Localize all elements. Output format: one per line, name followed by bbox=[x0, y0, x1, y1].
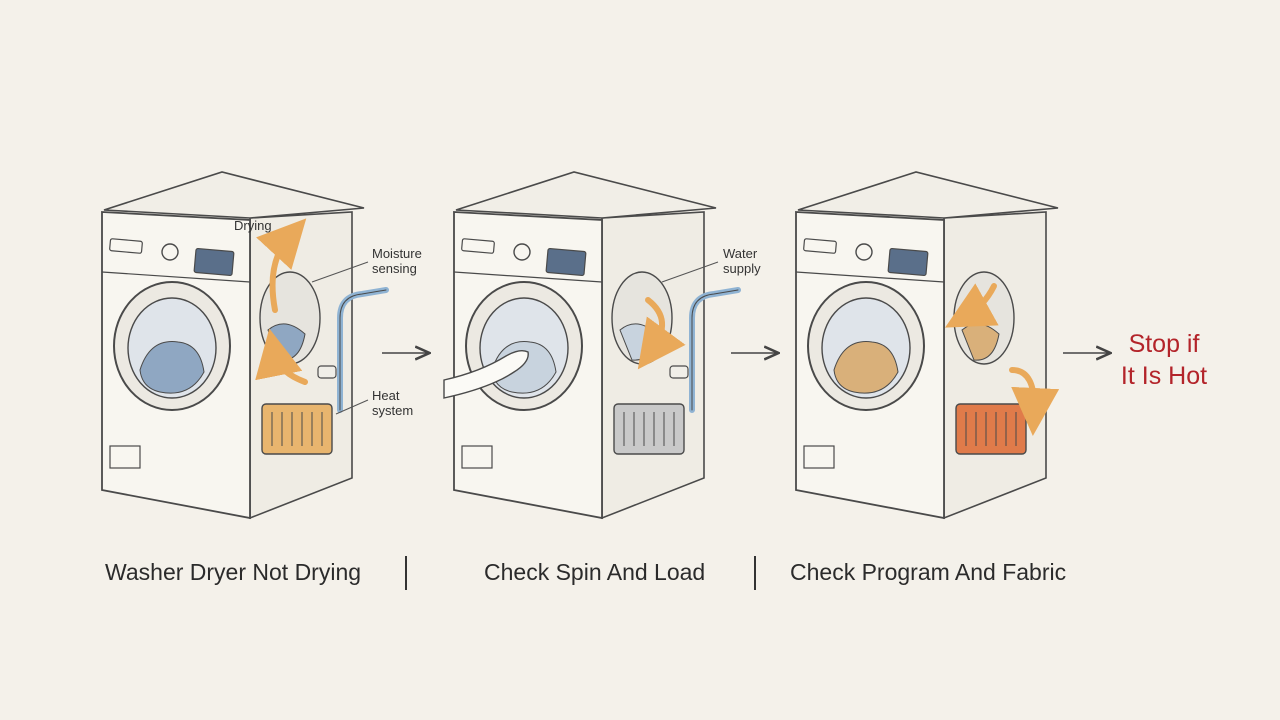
control-panel-divider bbox=[453, 271, 603, 283]
airflow-arrow bbox=[637, 297, 686, 370]
label-leader-line bbox=[335, 399, 369, 415]
machine-top bbox=[797, 171, 1059, 219]
caption-step-3: Check Program And Fabric bbox=[790, 559, 1067, 585]
control-knob bbox=[161, 243, 179, 261]
caption-step-2: Check Spin And Load bbox=[484, 559, 706, 585]
warning-line-2: It Is Hot bbox=[1120, 362, 1208, 390]
label-moisture-sensing: Moisture sensing bbox=[372, 246, 422, 276]
machine-side bbox=[943, 211, 1047, 520]
airflow-arrow bbox=[945, 283, 999, 328]
machine-side bbox=[601, 211, 705, 520]
control-panel-divider bbox=[795, 271, 945, 283]
label-leader-line bbox=[661, 261, 719, 283]
laundry bbox=[833, 341, 899, 394]
water-pipe-outline bbox=[339, 289, 387, 411]
display-screen bbox=[545, 247, 587, 277]
control-panel-divider bbox=[101, 271, 251, 283]
label-leader-line bbox=[311, 261, 369, 283]
airflow-arrow bbox=[255, 328, 308, 385]
display-screen bbox=[887, 247, 929, 277]
caption-step-1: Washer Dryer Not Drying bbox=[105, 559, 362, 585]
machine-top bbox=[103, 171, 365, 219]
water-pipe-outline bbox=[691, 289, 739, 411]
control-knob bbox=[855, 243, 873, 261]
caption-separator-2 bbox=[754, 556, 756, 590]
machine-side bbox=[249, 211, 353, 520]
control-knob bbox=[513, 243, 531, 261]
laundry bbox=[139, 341, 205, 394]
heater-element bbox=[613, 403, 685, 455]
machine-top bbox=[455, 171, 717, 219]
detergent-drawer bbox=[461, 238, 495, 254]
heater-element bbox=[261, 403, 333, 455]
label-water-supply: Water supply bbox=[723, 246, 761, 276]
label-drying: Drying bbox=[234, 218, 272, 233]
filter-door bbox=[803, 445, 835, 469]
detergent-drawer bbox=[109, 238, 143, 254]
airflow-arrow bbox=[1009, 367, 1060, 436]
pipe-valve bbox=[317, 365, 337, 379]
airflow-arrow bbox=[256, 218, 307, 313]
washer-machine-3 bbox=[795, 171, 1060, 520]
washer-machine-2 bbox=[453, 171, 741, 520]
warning-text: Stop if It Is Hot bbox=[1112, 328, 1216, 392]
pipe-valve bbox=[669, 365, 689, 379]
filter-door bbox=[461, 445, 493, 469]
display-screen bbox=[193, 247, 235, 277]
warning-line-1: Stop if bbox=[1128, 330, 1200, 358]
label-heat-system: Heat system bbox=[372, 388, 414, 418]
detergent-drawer bbox=[803, 238, 837, 254]
washer-machine-1 bbox=[101, 171, 389, 520]
hand-illustration bbox=[443, 349, 529, 399]
filter-door bbox=[109, 445, 141, 469]
caption-separator-1 bbox=[405, 556, 407, 590]
